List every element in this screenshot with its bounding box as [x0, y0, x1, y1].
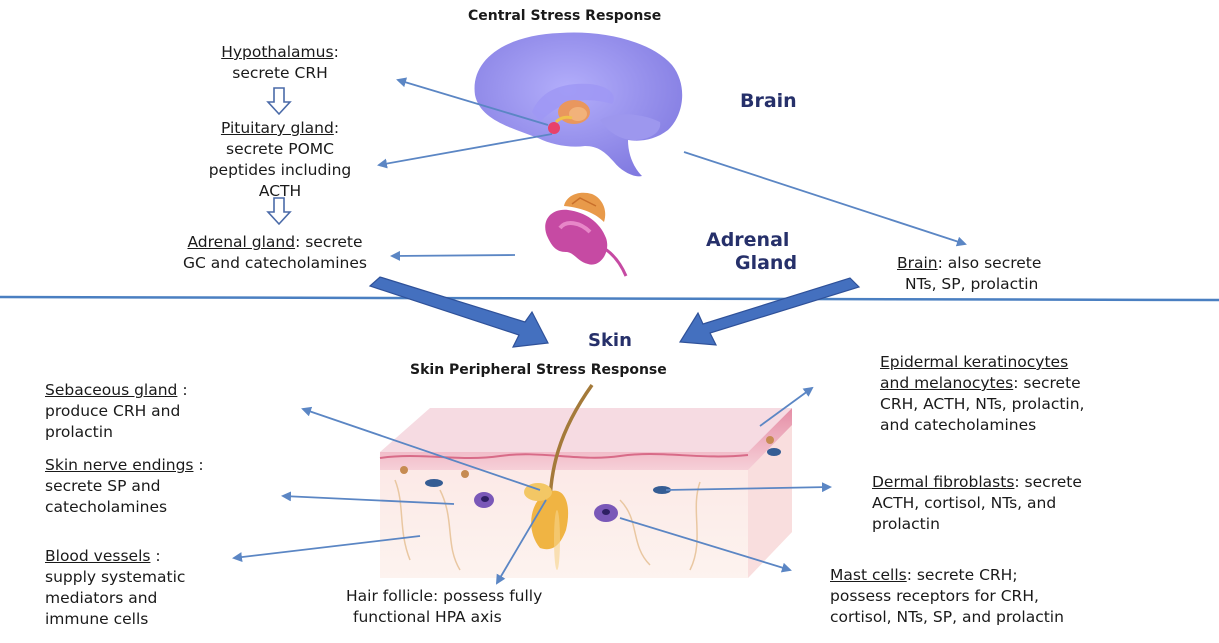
hypothalamus-label: Hypothalamus: secrete CRH [180, 42, 380, 84]
fibroblasts-desc-1: ACTH, cortisol, NTs, and [872, 493, 1082, 514]
skin-cross-section-icon [380, 385, 792, 578]
pituitary-desc-1: secrete POMC [165, 139, 395, 160]
brain-icon [475, 32, 683, 176]
sebaceous-desc-2: prolactin [45, 422, 188, 443]
nerve-desc-1: secrete SP and [45, 476, 204, 497]
epidermal-label: Epidermal keratinocytes and melanocytes:… [880, 352, 1084, 436]
brain-secrete-label: Brain: also secrete NTs, SP, prolactin [897, 253, 1041, 295]
pituitary-name: Pituitary gland [221, 119, 334, 137]
nerve-desc-2: catecholamines [45, 497, 204, 518]
epidermal-sep: : secrete [1013, 374, 1080, 392]
brain-label: Brain [740, 90, 797, 112]
blood-vessels-label: Blood vessels : supply systematic mediat… [45, 546, 185, 630]
epidermal-name-2: and melanocytes [880, 374, 1013, 392]
brain-secrete-sep: : also secrete [938, 254, 1042, 272]
pituitary-label: Pituitary gland: secrete POMC peptides i… [165, 118, 395, 202]
sebaceous-label: Sebaceous gland : produce CRH and prolac… [45, 380, 188, 443]
divider-line [0, 297, 1219, 300]
nerve-name: Skin nerve endings [45, 456, 193, 474]
adrenal-desc: GC and catecholamines [130, 253, 420, 274]
mast-desc-1: possess receptors for CRH, [830, 586, 1064, 607]
brain-secrete-desc: NTs, SP, prolactin [897, 274, 1041, 295]
central-stress-title: Central Stress Response [468, 8, 661, 24]
mast-sep: : secrete CRH; [907, 566, 1018, 584]
fibroblasts-desc-2: prolactin [872, 514, 1082, 535]
nerve-sep: : [193, 456, 203, 474]
adrenal-label-line1: Adrenal [706, 229, 789, 251]
hypothalamus-sep: : [334, 43, 339, 61]
pituitary-desc-3: ACTH [165, 181, 395, 202]
epidermal-desc-2: and catecholamines [880, 415, 1084, 436]
mast-desc-2: cortisol, NTs, SP, and prolactin [830, 607, 1064, 628]
blood-sep: : [150, 547, 160, 565]
pituitary-sep: : [334, 119, 339, 137]
brain-secrete-name: Brain [897, 254, 938, 272]
hair-desc-1: Hair follicle: possess fully [346, 586, 542, 607]
blood-desc-2: mediators and [45, 588, 185, 609]
nerve-endings-label: Skin nerve endings : secrete SP and cate… [45, 455, 204, 518]
adrenal-sep: : secrete [295, 233, 362, 251]
hypothalamus-name: Hypothalamus [221, 43, 333, 61]
fibroblasts-sep: : secrete [1014, 473, 1081, 491]
pituitary-desc-2: peptides including [165, 160, 395, 181]
adrenal-name: Adrenal gland [187, 233, 295, 251]
epidermal-desc-1: CRH, ACTH, NTs, prolactin, [880, 394, 1084, 415]
adrenal-gland-icon [545, 193, 626, 276]
adrenal-label-line2: Gland [735, 252, 797, 274]
hypothalamus-desc: secrete CRH [180, 63, 380, 84]
mast-cells-label: Mast cells: secrete CRH; possess recepto… [830, 565, 1064, 628]
sebaceous-desc-1: produce CRH and [45, 401, 188, 422]
sebaceous-name: Sebaceous gland [45, 381, 177, 399]
sebaceous-sep: : [177, 381, 187, 399]
hair-desc-2: functional HPA axis [346, 607, 542, 628]
adrenal-gland-label: Adrenal gland: secrete GC and catecholam… [130, 232, 420, 274]
hair-follicle-label: Hair follicle: possess fully functional … [346, 586, 542, 628]
skin-label: Skin [588, 330, 632, 351]
blood-desc-1: supply systematic [45, 567, 185, 588]
blood-desc-3: immune cells [45, 609, 185, 630]
skin-peripheral-title: Skin Peripheral Stress Response [410, 362, 667, 378]
fibroblasts-label: Dermal fibroblasts: secrete ACTH, cortis… [872, 472, 1082, 535]
epidermal-name-1: Epidermal keratinocytes [880, 353, 1068, 371]
mast-name: Mast cells [830, 566, 907, 584]
fibroblasts-name: Dermal fibroblasts [872, 473, 1014, 491]
blood-name: Blood vessels [45, 547, 150, 565]
